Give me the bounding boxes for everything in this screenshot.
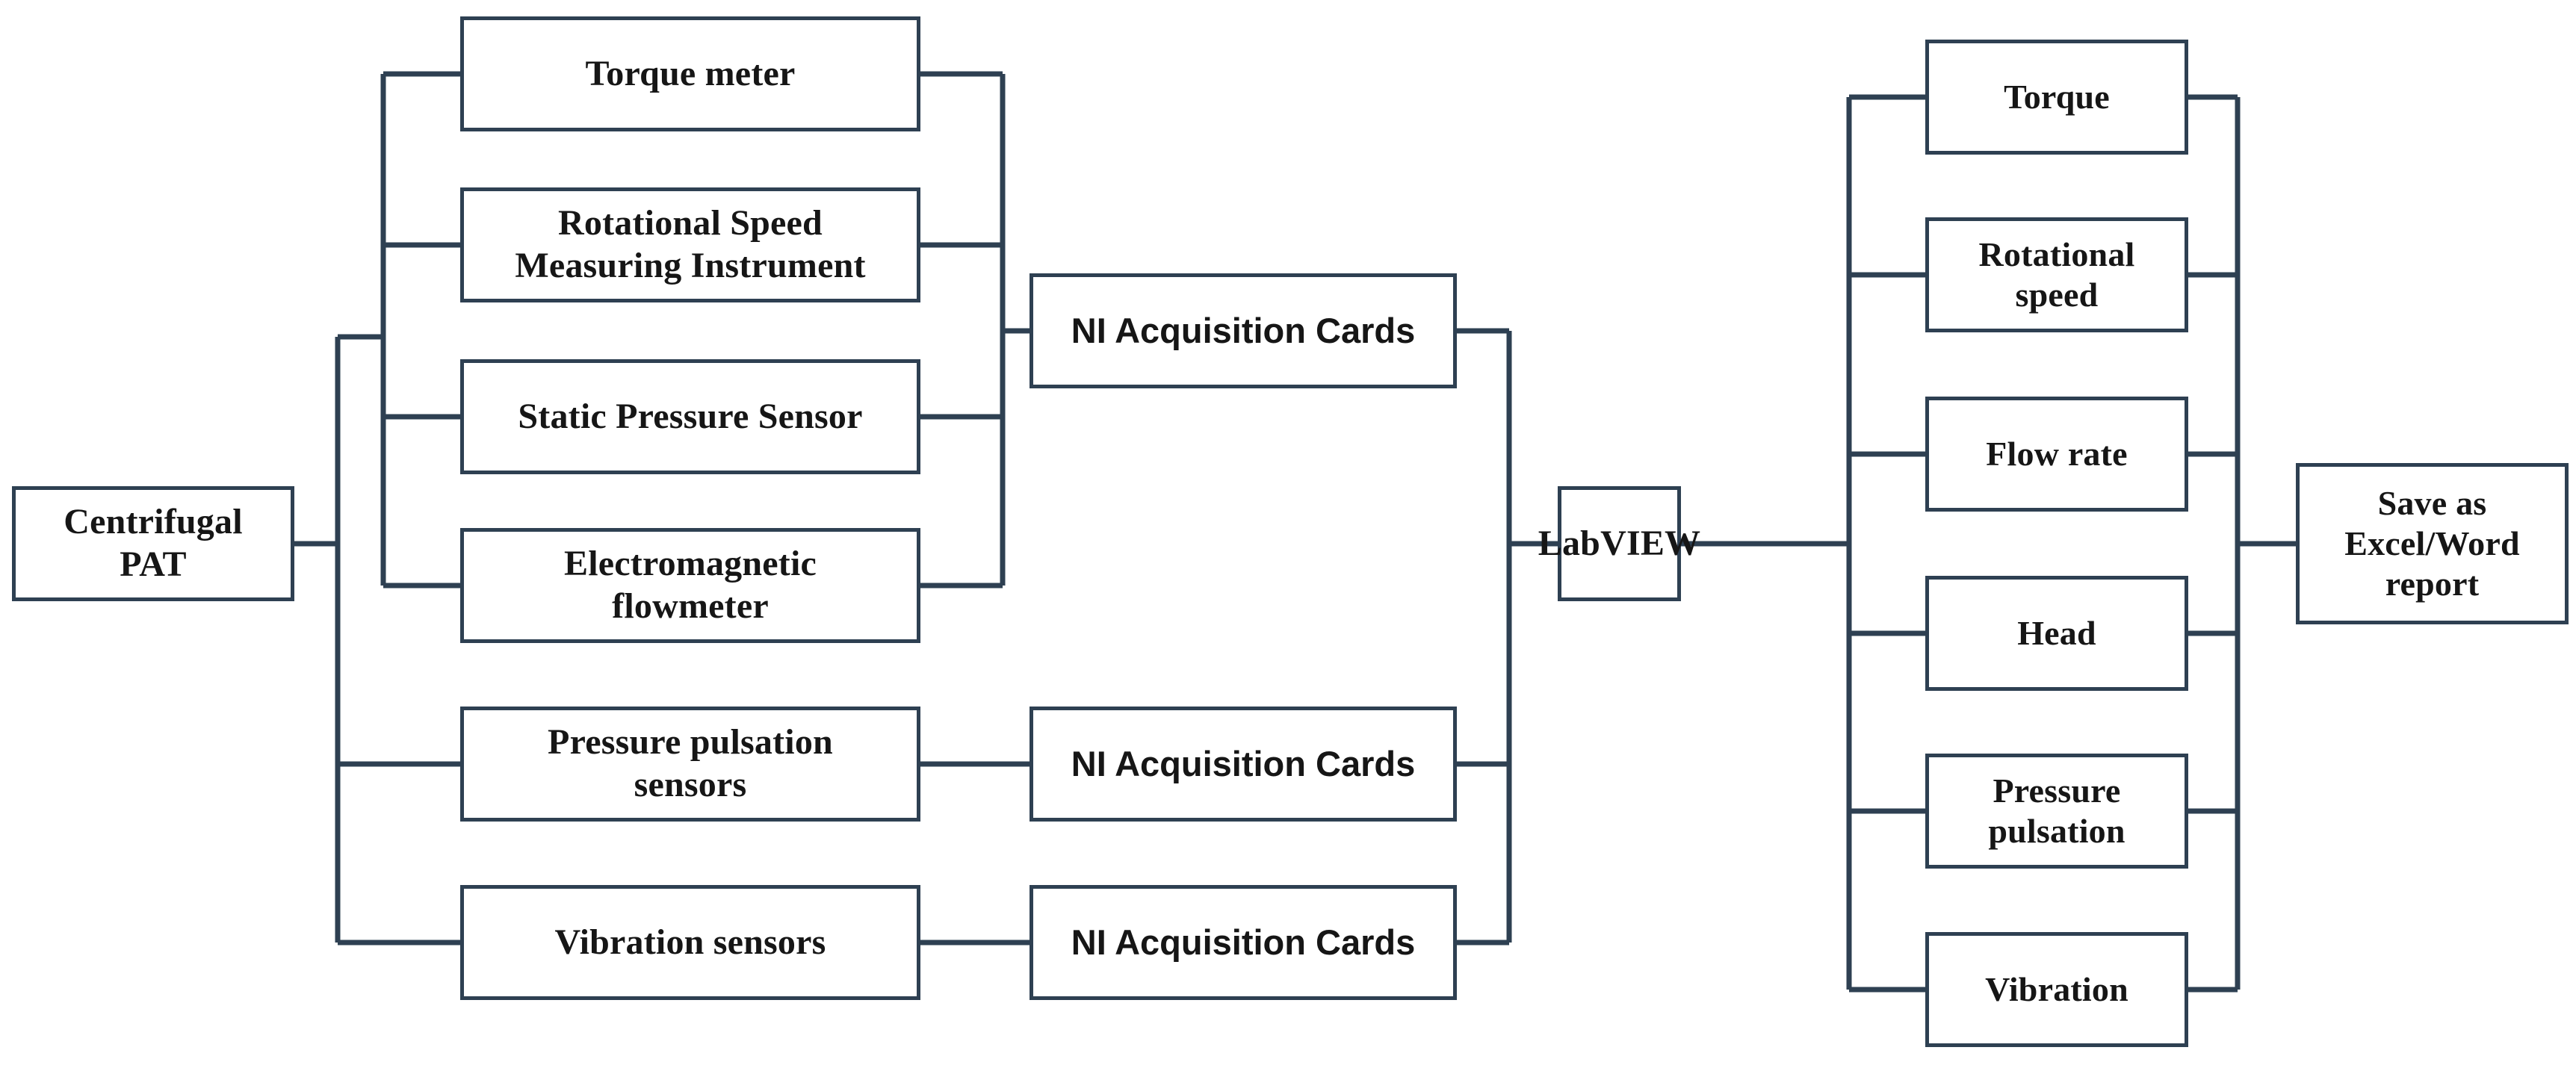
node-ni-acquisition-cards-3[interactable]: NI Acquisition Cards	[1030, 885, 1457, 1000]
node-output-head-label: Head	[2017, 613, 2096, 652]
node-output-vibration-label: Vibration	[1985, 969, 2128, 1008]
node-ni-acquisition-cards-2-label: NI Acquisition Cards	[1071, 744, 1416, 784]
node-rotational-speed-measuring-instrument[interactable]: Rotational Speed Measuring Instrument	[460, 187, 920, 302]
node-output-vibration[interactable]: Vibration	[1925, 932, 2188, 1047]
node-output-torque-label: Torque	[2004, 77, 2110, 116]
node-ni-acquisition-cards-1-label: NI Acquisition Cards	[1071, 311, 1416, 351]
node-static-pressure-sensor[interactable]: Static Pressure Sensor	[460, 359, 920, 474]
node-ni-acquisition-cards-2[interactable]: NI Acquisition Cards	[1030, 707, 1457, 822]
node-labview-label: LabVIEW	[1538, 523, 1701, 563]
node-torque-meter[interactable]: Torque meter	[460, 16, 920, 131]
node-static-pressure-sensor-label: Static Pressure Sensor	[518, 396, 863, 436]
node-ni-acquisition-cards-3-label: NI Acquisition Cards	[1071, 922, 1416, 963]
node-vibration-sensors[interactable]: Vibration sensors	[460, 885, 920, 1000]
node-output-flow-rate-label: Flow rate	[1986, 434, 2128, 473]
node-output-torque[interactable]: Torque	[1925, 40, 2188, 155]
node-torque-meter-label: Torque meter	[585, 53, 796, 93]
node-output-pressure-pulsation-label: Pressure pulsation	[1988, 771, 2125, 850]
node-pressure-pulsation-sensors-label: Pressure pulsation sensors	[548, 722, 833, 804]
node-pressure-pulsation-sensors[interactable]: Pressure pulsation sensors	[460, 707, 920, 822]
node-save-as-report[interactable]: Save as Excel/Word report	[2296, 463, 2569, 624]
node-ni-acquisition-cards-1[interactable]: NI Acquisition Cards	[1030, 273, 1457, 388]
node-rotational-speed-measuring-instrument-label: Rotational Speed Measuring Instrument	[515, 203, 866, 285]
node-output-flow-rate[interactable]: Flow rate	[1925, 397, 2188, 512]
node-centrifugal-pat-label: Centrifugal PAT	[64, 502, 243, 584]
node-output-rotational-speed-label: Rotational speed	[1978, 235, 2135, 314]
node-vibration-sensors-label: Vibration sensors	[554, 922, 826, 962]
node-electromagnetic-flowmeter-label: Electromagnetic flowmeter	[564, 544, 817, 626]
node-electromagnetic-flowmeter[interactable]: Electromagnetic flowmeter	[460, 528, 920, 643]
node-centrifugal-pat[interactable]: Centrifugal PAT	[12, 486, 294, 601]
node-output-rotational-speed[interactable]: Rotational speed	[1925, 217, 2188, 332]
node-save-as-report-label: Save as Excel/Word report	[2344, 483, 2520, 603]
node-output-pressure-pulsation[interactable]: Pressure pulsation	[1925, 754, 2188, 869]
node-output-head[interactable]: Head	[1925, 576, 2188, 691]
node-labview[interactable]: LabVIEW	[1538, 486, 1700, 601]
